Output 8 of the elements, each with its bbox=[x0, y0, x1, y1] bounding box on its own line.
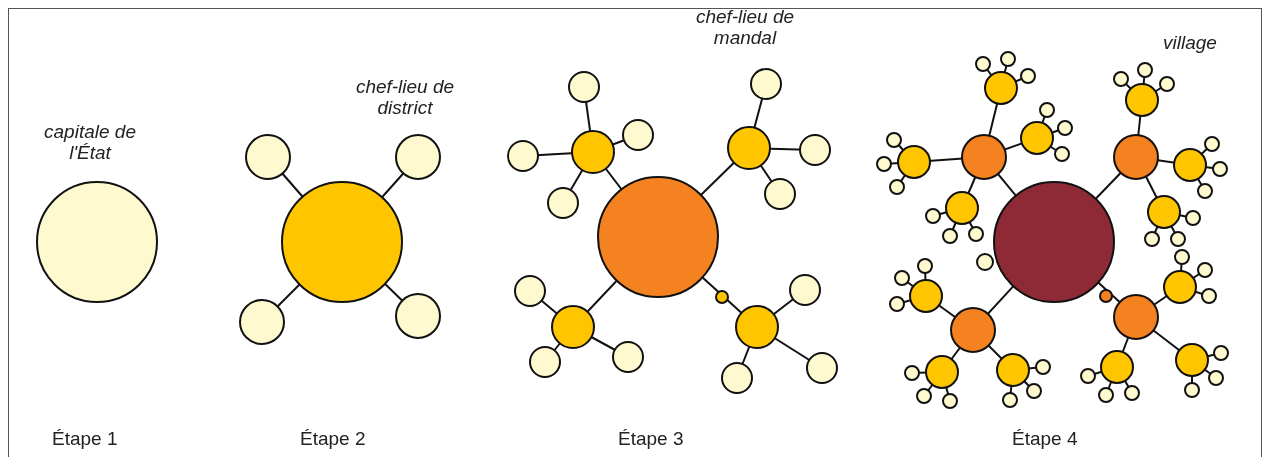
callout-label: capitale de l'État bbox=[43, 121, 137, 163]
stage-caption: Étape 3 bbox=[618, 428, 684, 449]
stage-caption: Étape 4 bbox=[1012, 428, 1078, 449]
callout-label: chef-lieu de mandal bbox=[694, 6, 796, 48]
stage-caption: Étape 2 bbox=[300, 428, 366, 449]
callout-label: village bbox=[1162, 32, 1218, 53]
callout-label: chef-lieu de district bbox=[354, 76, 456, 118]
stage-caption: Étape 1 bbox=[52, 428, 118, 449]
